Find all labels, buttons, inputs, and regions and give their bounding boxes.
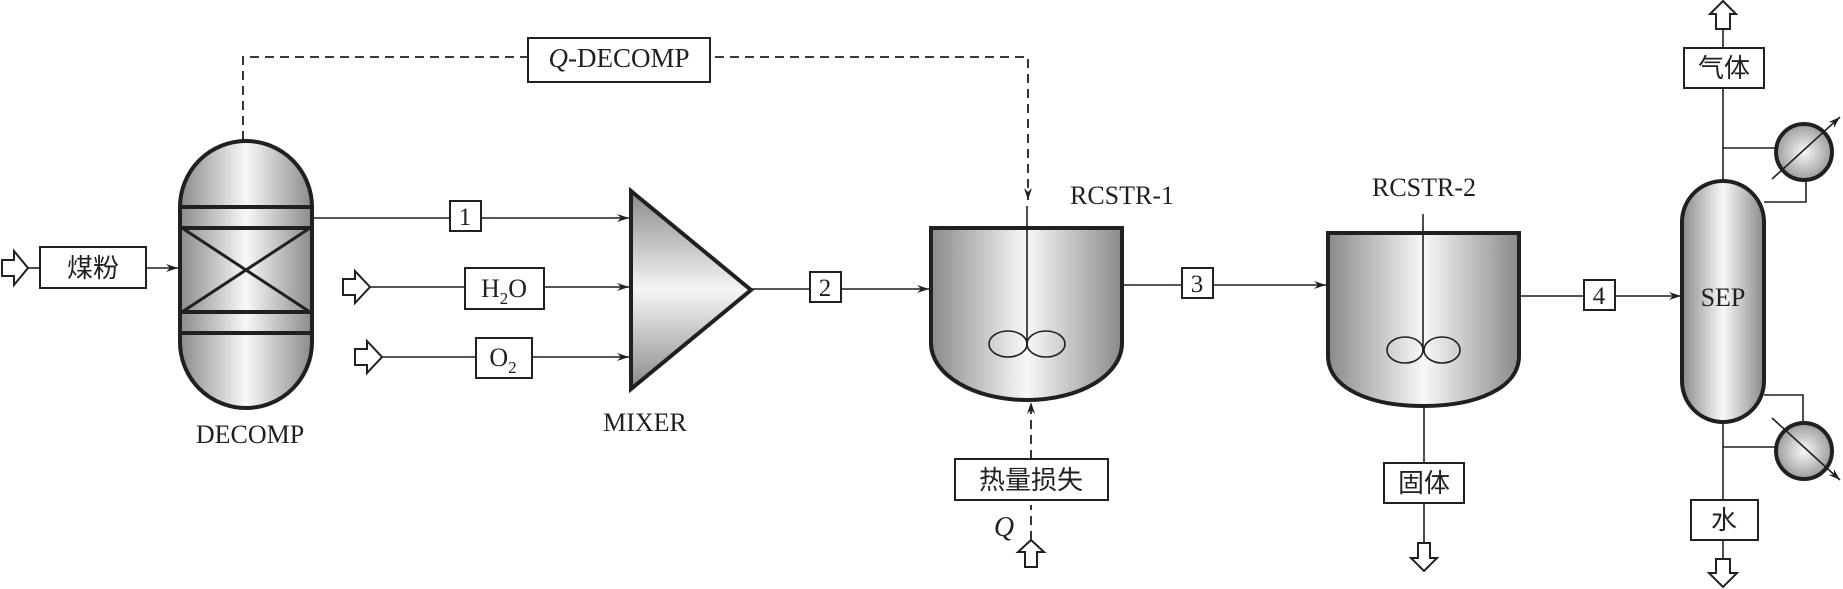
stream-2-label: 2 xyxy=(819,275,832,302)
oxygen-feed-label-box xyxy=(475,337,533,379)
mixer-label: MIXER xyxy=(603,408,687,437)
water-feed-label-box xyxy=(464,267,545,310)
water-feed[interactable]: H2O xyxy=(342,267,629,310)
stream-3-tag xyxy=(1181,267,1214,299)
decomp-unit[interactable]: DECOMP xyxy=(178,139,314,449)
reboiler-heat-exchanger-icon xyxy=(1774,421,1834,481)
solids-label-box xyxy=(1383,462,1465,504)
stream-4-tag xyxy=(1583,279,1616,311)
feed-arrow-icon xyxy=(354,338,384,376)
water-product-label: 水 xyxy=(1711,506,1737,536)
overhead-condenser[interactable] xyxy=(1722,88,1841,203)
heat-loss-label-box xyxy=(954,458,1109,501)
rcstr1-unit[interactable]: RCSTR-1 xyxy=(929,181,1174,403)
feed-arrow-icon xyxy=(342,268,372,306)
coal-feed-label: 煤粉 xyxy=(67,254,119,284)
gas-label: 气体 xyxy=(1698,54,1750,84)
stream-1-tag xyxy=(449,200,482,232)
decomp-label: DECOMP xyxy=(196,420,304,449)
sep-label: SEP xyxy=(1701,283,1746,312)
heat-loss-label: 热量损失 xyxy=(979,466,1083,496)
heat-input-arrow-icon xyxy=(1015,538,1047,568)
bottom-reboiler[interactable] xyxy=(1722,394,1841,500)
water-feed-label: H2O xyxy=(481,274,527,308)
solids-product-stream[interactable]: 固体 xyxy=(1383,406,1465,573)
heat-loss-stream[interactable]: 热量损失 Q xyxy=(954,402,1109,568)
sep-column xyxy=(1680,179,1766,424)
stream-2[interactable]: 2 xyxy=(751,271,929,303)
q-heat-label: Q xyxy=(994,512,1014,543)
stream-2-tag xyxy=(809,271,842,303)
stream-4[interactable]: 4 xyxy=(1519,279,1681,311)
rcstr2-unit[interactable]: RCSTR-2 xyxy=(1326,173,1521,409)
mixer-triangle xyxy=(629,186,755,394)
product-out-arrow-icon xyxy=(1706,558,1740,589)
q-decomp-label-box xyxy=(527,37,711,83)
oxygen-feed[interactable]: O2 xyxy=(354,337,629,379)
decomp-vessel xyxy=(178,139,314,410)
rcstr1-label: RCSTR-1 xyxy=(1070,181,1174,210)
mixer-unit[interactable]: MIXER xyxy=(603,186,755,437)
solids-label: 固体 xyxy=(1398,469,1450,499)
sep-unit[interactable]: SEP xyxy=(1680,179,1766,424)
gas-label-box xyxy=(1683,47,1765,89)
rcstr2-label: RCSTR-2 xyxy=(1372,173,1476,202)
stream-1[interactable]: 1 xyxy=(312,200,629,232)
q-decomp-label: Q-DECOMP xyxy=(548,43,689,73)
coal-feed: 煤粉 xyxy=(1,246,178,289)
agitator-impeller-icon xyxy=(1386,336,1424,364)
gas-product-stream[interactable]: 气体 xyxy=(1683,0,1765,89)
coal-feed-label-box xyxy=(39,246,147,289)
product-out-arrow-icon xyxy=(1408,542,1440,573)
stream-4-label: 4 xyxy=(1593,283,1606,310)
q-decomp-heat-stream: Q-DECOMP xyxy=(242,37,1032,200)
stream-1-label: 1 xyxy=(459,204,472,231)
feed-arrow-icon xyxy=(1,248,30,288)
stream-3-label: 3 xyxy=(1191,271,1204,298)
water-product-stream[interactable]: 水 xyxy=(1690,499,1759,589)
stream-3[interactable]: 3 xyxy=(1122,267,1326,299)
oxygen-feed-label: O2 xyxy=(489,343,516,377)
product-out-arrow-icon xyxy=(1707,0,1739,30)
water-label-box xyxy=(1690,499,1759,541)
